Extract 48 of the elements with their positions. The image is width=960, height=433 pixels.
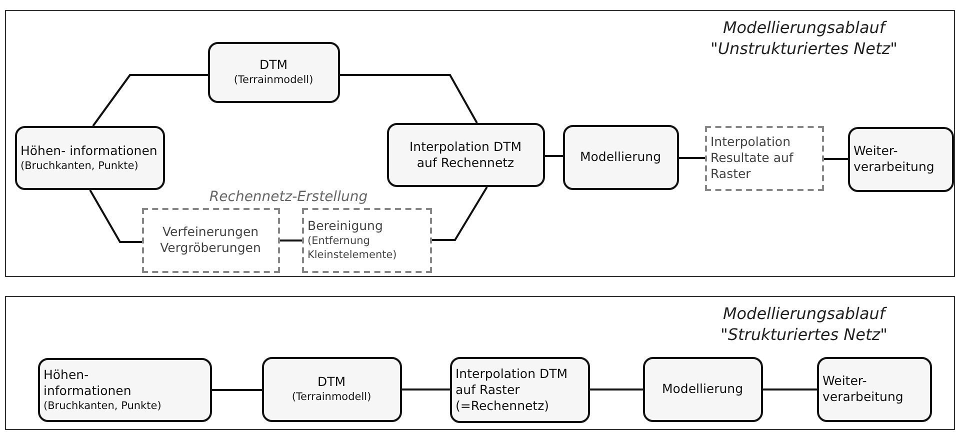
box-title: Modellierung <box>580 149 662 165</box>
box-title: Weiter- verarbeitung <box>822 373 904 405</box>
process-box <box>262 356 402 422</box>
box-title: Weiter- verarbeitung <box>854 143 936 175</box>
process-box <box>816 356 932 422</box>
process-box <box>450 356 590 422</box>
connector-line <box>212 389 262 391</box>
box-title: Interpolation DTM auf Raster (=Rechennetz) <box>456 366 569 414</box>
process-box <box>642 356 762 422</box>
connector-line <box>280 240 302 242</box>
dashed-process-box <box>142 208 280 272</box>
box-subtitle: (Entfernung Kleinstelemente) <box>308 234 398 262</box>
panel-frame <box>5 296 955 430</box>
box-title: DTM <box>317 374 346 390</box>
connector-line <box>340 74 478 124</box>
connector-line <box>92 74 208 127</box>
process-box <box>848 126 954 192</box>
process-box <box>562 124 678 190</box>
connector-line <box>402 388 450 390</box>
process-box <box>14 126 164 190</box>
box-subtitle: (Bruchkanten, Punkte) <box>20 158 138 172</box>
connector-line <box>679 157 705 159</box>
box-title: Interpolation DTM auf Rechennetz <box>408 138 523 170</box>
box-title: Bereinigung <box>308 218 383 234</box>
connector-line <box>763 388 817 390</box>
panel-title: Modellierungsablauf "Strukturiertes Netz" <box>719 303 888 345</box>
connector-line <box>432 186 488 241</box>
box-title: Interpolation Resultate auf Raster <box>710 134 794 182</box>
connector-line <box>89 190 142 243</box>
group-label: Rechennetz-Erstellung <box>208 189 369 206</box>
connector-line <box>545 155 563 157</box>
box-title: Modellierung <box>662 381 744 397</box>
process-box <box>386 122 544 186</box>
box-subtitle: (Terrainmodell) <box>234 73 314 87</box>
connector-line <box>590 388 643 390</box>
box-subtitle: (Bruchkanten, Punkte) <box>44 398 162 412</box>
box-title: DTM <box>259 57 288 73</box>
box-title: Höhen- informationen <box>44 366 132 398</box>
box-title: Höhen- informationen <box>20 142 158 158</box>
box-title: Verfeinerungen Vergröberungen <box>159 224 262 256</box>
panel-frame <box>5 10 955 277</box>
dashed-process-box <box>704 126 824 190</box>
box-subtitle: (Terrainmodell) <box>292 390 372 404</box>
connector-line <box>824 158 848 160</box>
dashed-process-box <box>302 208 432 272</box>
process-box <box>208 42 340 102</box>
process-box <box>38 358 212 422</box>
panel-title: Modellierungsablauf "Unstrukturiertes Netz" <box>709 17 899 59</box>
